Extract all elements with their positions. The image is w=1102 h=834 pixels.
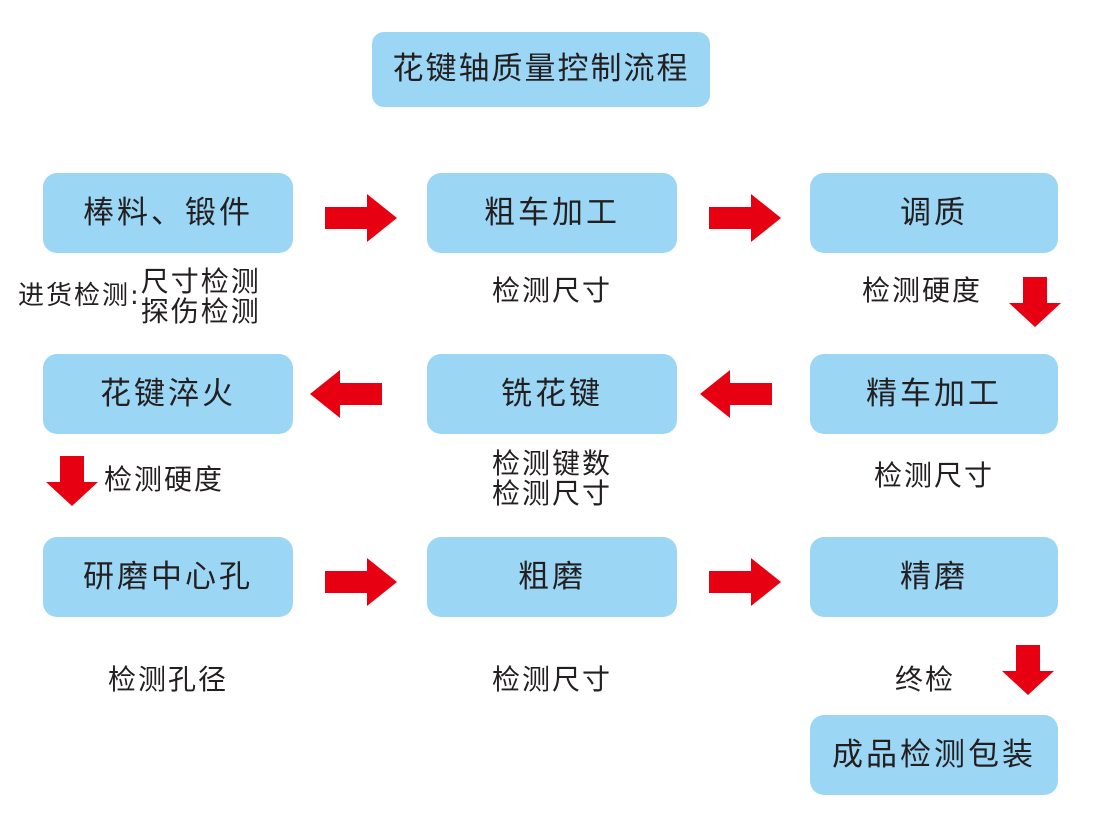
caption-rough-turning: 检测尺寸 bbox=[427, 273, 677, 309]
caption-rough-grinding: 检测尺寸 bbox=[427, 662, 677, 698]
node-rough-turning[interactable]: 粗车加工 bbox=[427, 173, 677, 253]
arrow-down-icon bbox=[46, 456, 98, 506]
caption-finish-turning: 检测尺寸 bbox=[810, 458, 1058, 494]
caption-line: 尺寸检测 bbox=[140, 265, 261, 299]
arrow-left-icon bbox=[700, 370, 772, 418]
arrow-right-icon bbox=[325, 194, 397, 242]
caption-quenching-tempering: 检测硬度 bbox=[862, 273, 1002, 309]
arrow-down-icon bbox=[1009, 277, 1061, 327]
node-label: 调质 bbox=[900, 194, 968, 231]
node-label: 粗磨 bbox=[518, 558, 586, 595]
caption-line: 检测尺寸 bbox=[491, 663, 612, 697]
node-rough-grinding[interactable]: 粗磨 bbox=[427, 537, 677, 617]
caption-line: 检测尺寸 bbox=[491, 274, 612, 308]
caption-raw-material: 进货检测: 尺寸检测 探伤检测 bbox=[18, 266, 318, 328]
node-label: 研磨中心孔 bbox=[83, 558, 253, 595]
flowchart-title-label: 花键轴质量控制流程 bbox=[392, 51, 690, 87]
node-label: 棒料、锻件 bbox=[83, 194, 253, 231]
caption-line: 终检 bbox=[895, 663, 956, 697]
node-label: 成品检测包装 bbox=[832, 736, 1036, 773]
caption-spline-milling: 检测键数 检测尺寸 bbox=[427, 444, 677, 514]
node-final-inspection-packaging[interactable]: 成品检测包装 bbox=[810, 715, 1058, 795]
node-label: 铣花键 bbox=[501, 375, 603, 412]
caption-line: 检测键数 bbox=[491, 447, 612, 481]
caption-line: 检测硬度 bbox=[862, 274, 983, 308]
arrow-right-icon bbox=[325, 558, 397, 606]
node-label: 精车加工 bbox=[866, 375, 1002, 412]
caption-line: 检测硬度 bbox=[104, 463, 225, 497]
node-spline-milling[interactable]: 铣花键 bbox=[427, 354, 677, 434]
node-label: 花键淬火 bbox=[100, 375, 236, 412]
caption-spline-quenching: 检测硬度 bbox=[104, 462, 284, 498]
node-label: 精磨 bbox=[900, 558, 968, 595]
node-raw-material[interactable]: 棒料、锻件 bbox=[43, 173, 293, 253]
arrow-left-icon bbox=[310, 370, 382, 418]
node-finish-grinding[interactable]: 精磨 bbox=[810, 537, 1058, 617]
caption-finish-grinding: 终检 bbox=[895, 662, 1015, 698]
arrow-down-icon bbox=[1002, 645, 1054, 695]
node-quenching-tempering[interactable]: 调质 bbox=[810, 173, 1058, 253]
node-center-hole-grinding[interactable]: 研磨中心孔 bbox=[43, 537, 293, 617]
arrow-right-icon bbox=[709, 194, 781, 242]
caption-line: 检测尺寸 bbox=[873, 459, 994, 493]
caption-line: 检测孔径 bbox=[107, 663, 228, 697]
caption-prefix: 进货检测: bbox=[18, 281, 141, 312]
node-finish-turning[interactable]: 精车加工 bbox=[810, 354, 1058, 434]
flowchart-title-box: 花键轴质量控制流程 bbox=[372, 32, 710, 107]
caption-line: 检测尺寸 bbox=[491, 477, 612, 510]
arrow-right-icon bbox=[709, 558, 781, 606]
node-label: 粗车加工 bbox=[484, 194, 620, 231]
node-spline-quenching[interactable]: 花键淬火 bbox=[43, 354, 293, 434]
caption-center-hole-grinding: 检测孔径 bbox=[43, 662, 293, 698]
caption-line: 探伤检测 bbox=[140, 295, 261, 328]
